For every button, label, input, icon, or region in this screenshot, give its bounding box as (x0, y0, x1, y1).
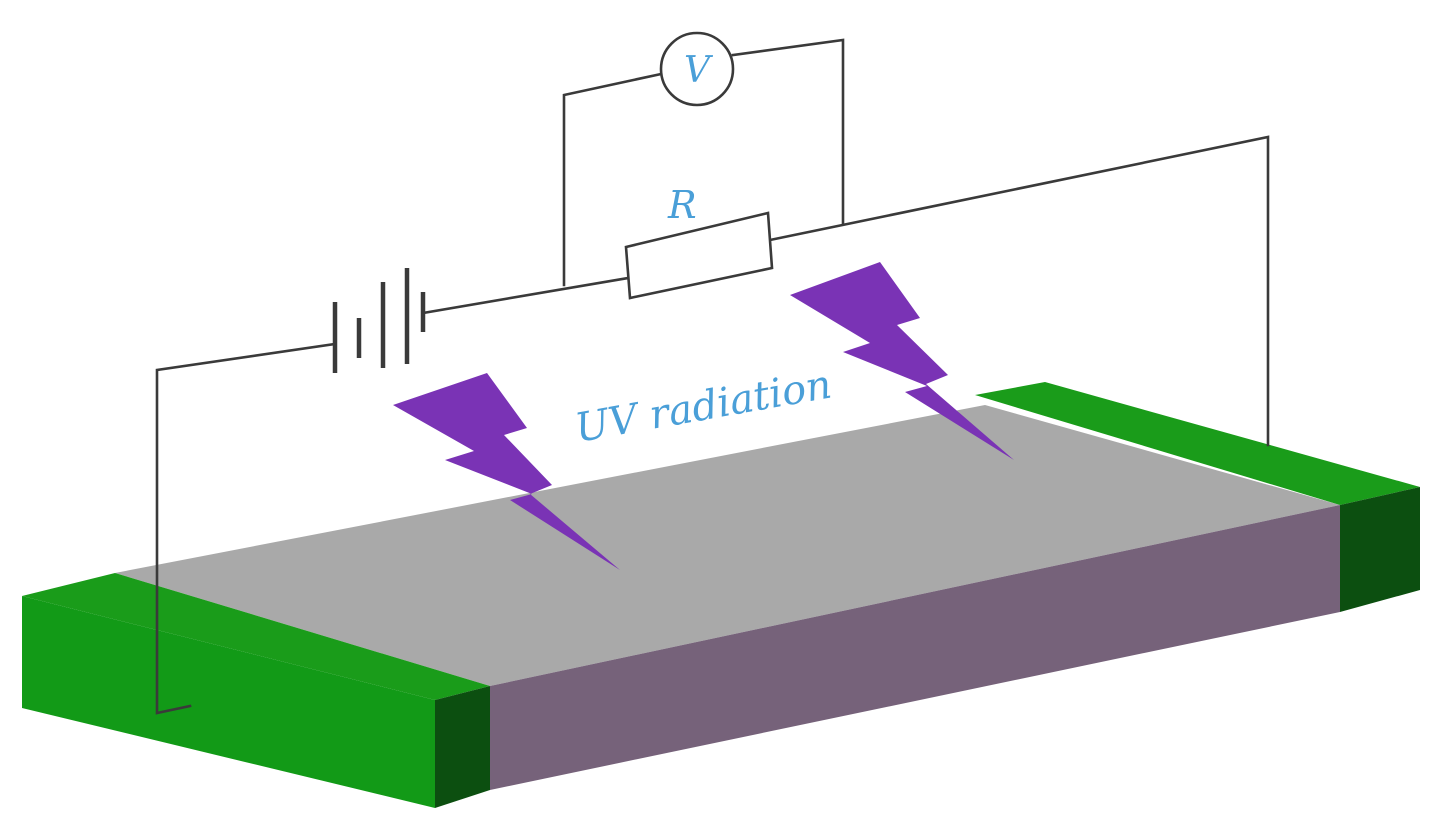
uv-lightning-right-icon (790, 262, 1014, 460)
left-electrode-side (435, 686, 490, 808)
right-electrode-top (975, 382, 1420, 505)
circuit-wires (155, 38, 1270, 715)
sensing-film-top (115, 405, 1340, 686)
right-lead-wire (768, 135, 1270, 447)
voltmeter-label: V (684, 50, 714, 91)
uv-lightning-left-icon (393, 373, 620, 570)
resistor-icon (624, 211, 774, 300)
sensor-device (22, 382, 1420, 808)
battery-icon (332, 268, 426, 373)
substrate-front-face (490, 505, 1340, 790)
right-electrode-side (1340, 487, 1420, 612)
resistor-label: R (667, 183, 697, 227)
voltmeter-branch-left (562, 72, 663, 287)
voltmeter-icon (659, 31, 735, 107)
uv-radiation-label: UV radiation (572, 362, 835, 452)
battery-resistor-wire (421, 276, 630, 315)
left-lead-wire (155, 342, 337, 715)
voltmeter-branch-right (731, 38, 845, 225)
left-electrode-top (22, 573, 490, 700)
left-electrode-front (22, 596, 435, 808)
